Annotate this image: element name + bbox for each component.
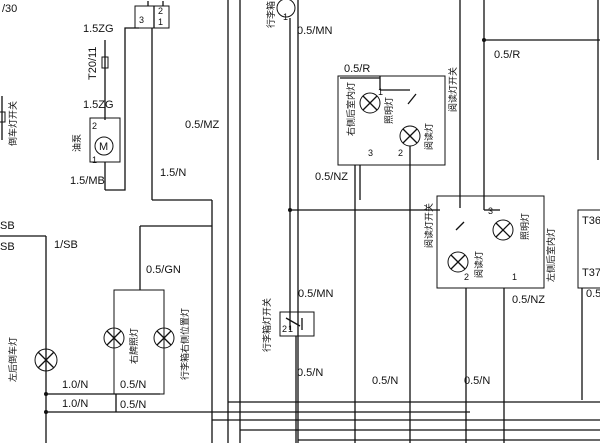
label-0p5n-d: 0.5/N (372, 375, 398, 387)
label-0p5n-b: 0.5/N (120, 399, 146, 411)
label-t37: T37 (582, 267, 600, 279)
label-0p5r-left: 0.5/R (344, 63, 370, 75)
label-1p5zg-top: 1.5ZG (83, 23, 114, 35)
label-sb-1: SB (0, 220, 15, 232)
label-1p5mb: 1.5/MB (70, 175, 105, 187)
trunk-position-light-label: 行李箱右侧位置灯 (179, 308, 191, 380)
label-0p5nz-right: 0.5/NZ (512, 294, 545, 306)
motor-symbol: M (99, 141, 108, 153)
reverse-lamp (34, 348, 58, 372)
ld-switch-contact (455, 221, 465, 231)
left-rear-dome-label: 左侧后室内灯 (545, 228, 557, 282)
label-sb-2: SB (0, 241, 15, 253)
wire-1p5zg (105, 27, 139, 191)
label-0p5nz-mid: 0.5/NZ (315, 171, 348, 183)
trunk-top-connector (276, 0, 296, 18)
label-t36: T36 (582, 215, 600, 227)
fuel-pump-label: 油泵 (71, 134, 83, 152)
reading-lamp-b (447, 251, 469, 273)
ld-pin-3: 3 (488, 206, 493, 216)
left-rear-dome-box (436, 195, 545, 289)
rr-pin-1: 1 (378, 87, 383, 97)
label-1p0n-a: 1.0/N (62, 379, 88, 391)
trunk-position-lamp (153, 327, 175, 349)
junction-484-40 (482, 38, 486, 42)
label-0p-frag: 0.5 (586, 288, 600, 300)
rr-switch-contact (407, 93, 417, 105)
connector-t36-t37 (577, 209, 600, 289)
trunk-switch-box (279, 311, 315, 337)
pin-2: 2 (158, 6, 163, 16)
illum-light-label: 照明灯 (384, 97, 395, 124)
reading-lamp-a-x (402, 128, 418, 144)
reading-light-a-label: 阅读灯 (423, 123, 435, 150)
label-0p5r-right: 0.5/R (494, 49, 520, 61)
label-0p5mn-top: 0.5/MN (297, 25, 333, 37)
ld-pin-2: 2 (464, 272, 469, 282)
pump-pin-1: 1 (92, 155, 97, 165)
trunk-switch-pin-1: 1 (288, 324, 293, 334)
label-1p5n: 1.5/N (160, 167, 186, 179)
trunk-switch-pin-2: 2 (282, 324, 287, 334)
pump-pin-2: 2 (92, 121, 97, 131)
pin-1: 1 (158, 17, 163, 27)
label-1p5zg-mid: 1.5ZG (83, 99, 114, 111)
illum-lamp (359, 92, 381, 114)
ld-pin-1: 1 (512, 272, 517, 282)
pin-3: 3 (139, 15, 144, 25)
label-t20-11: T20/11 (87, 47, 99, 80)
reading-switch-a-label: 阅读灯开关 (447, 67, 459, 112)
reading-light-b-label: 阅读灯 (473, 251, 485, 278)
junction-46-394 (44, 392, 48, 396)
trunk-switch-top-label: 行李箱 (265, 1, 277, 28)
label-0p5n-e: 0.5/N (464, 375, 490, 387)
trunk-top-pin-1: 1 (283, 12, 288, 22)
right-rear-dome-label: 右侧后室内灯 (345, 82, 357, 136)
left-rear-reverse-label: 左后倒车灯 (7, 337, 19, 382)
label-30: /30 (2, 3, 17, 15)
trunk-light-switch-label: 行李箱灯开关 (261, 298, 273, 352)
plate-light-box (113, 289, 165, 395)
label-0p5n-a: 0.5/N (120, 379, 146, 391)
label-0p5n-trunk: 0.5/N (297, 367, 323, 379)
illum-lamp-b-x (495, 222, 511, 238)
illum-light-b-label: 照明灯 (520, 213, 531, 240)
illum-lamp-b (492, 219, 514, 241)
plate-light-label: 右牌照灯 (128, 328, 140, 364)
label-1p0n-b: 1.0/N (62, 398, 88, 410)
junction-46-412 (44, 410, 48, 414)
illum-lamp-x (362, 95, 378, 111)
label-0p5mz: 0.5/MZ (185, 119, 220, 131)
label-1sb: 1/SB (54, 239, 78, 251)
reverse-lamp-x (37, 351, 55, 369)
reverse-switch-body (0, 111, 6, 123)
right-rear-dome-box (337, 75, 446, 166)
label-0p5gn: 0.5/GN (146, 264, 181, 276)
plate-lamp-x (106, 330, 122, 346)
rr-pin-3: 3 (368, 148, 373, 158)
reverse-light-switch-label: 倒车灯开关 (7, 101, 19, 146)
trunk-position-lamp-x (156, 330, 172, 346)
trunk-switch-contact (285, 317, 303, 330)
plate-lamp (103, 327, 125, 349)
connector-top-leads (147, 1, 164, 6)
junction-290-210 (288, 208, 292, 212)
motor-circle (94, 136, 114, 156)
reading-switch-b-label: 阅读灯开关 (423, 203, 435, 248)
rr-pin-2: 2 (398, 148, 403, 158)
label-0p5mn-mid: 0.5/MN (298, 288, 334, 300)
reading-lamp-b-x (450, 254, 466, 270)
